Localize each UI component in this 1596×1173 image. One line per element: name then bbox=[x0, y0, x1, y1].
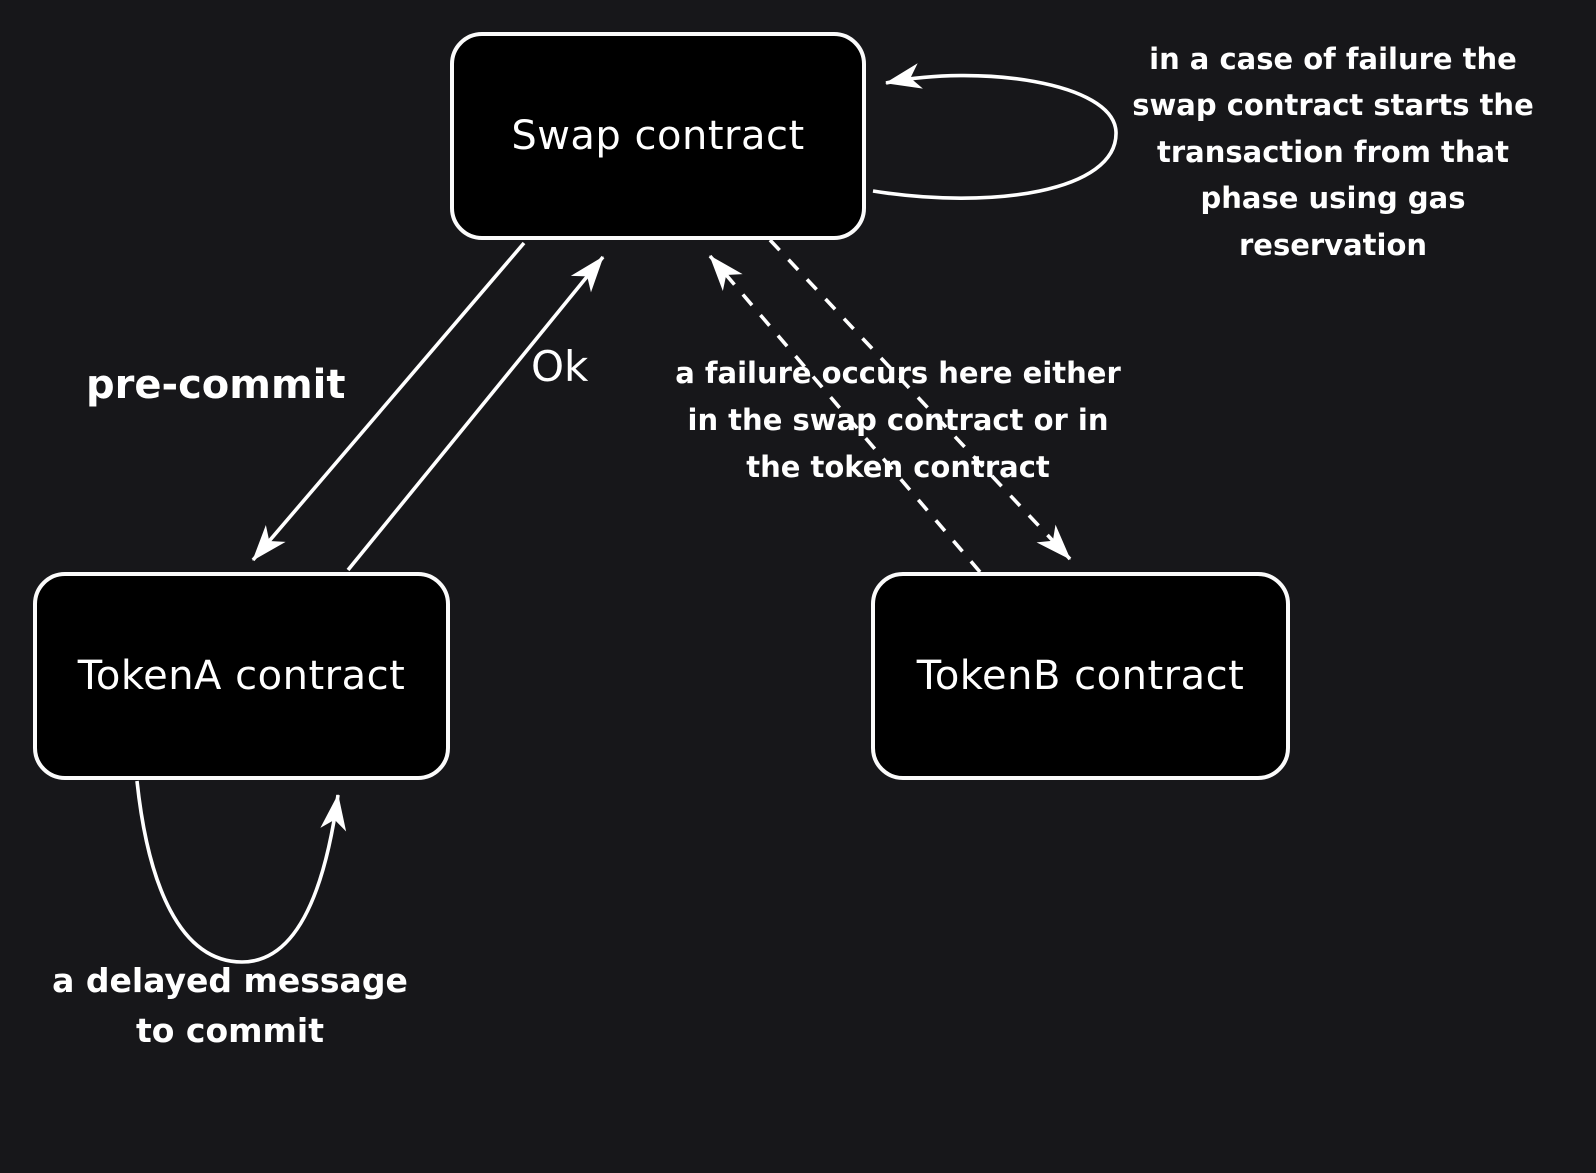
edge-pre-commit-arrow bbox=[251, 241, 526, 562]
note-failure-occurs: a failure occurs here either in the swap… bbox=[675, 356, 1121, 484]
swap-self-loop-arrow bbox=[872, 63, 1118, 200]
note-gas-reservation: in a case of failure the swap contract s… bbox=[1132, 42, 1534, 262]
node-tokenb-contract: TokenB contract bbox=[871, 572, 1290, 780]
edge-swap-to-tokenb-dashed-arrow bbox=[768, 238, 1072, 561]
edge-label-ok: Ok bbox=[531, 342, 589, 391]
node-swap-contract: Swap contract bbox=[450, 32, 866, 240]
node-swap-contract-label: Swap contract bbox=[511, 113, 805, 159]
node-tokena-contract-label: TokenA contract bbox=[77, 653, 406, 699]
edge-ok-arrow bbox=[346, 255, 605, 572]
node-tokenb-contract-label: TokenB contract bbox=[916, 653, 1245, 699]
node-tokena-contract: TokenA contract bbox=[33, 572, 450, 780]
tokena-self-loop-arrow bbox=[135, 780, 347, 964]
note-delayed-commit: a delayed message to commit bbox=[52, 961, 408, 1050]
edge-label-pre-commit: pre-commit bbox=[86, 362, 346, 408]
